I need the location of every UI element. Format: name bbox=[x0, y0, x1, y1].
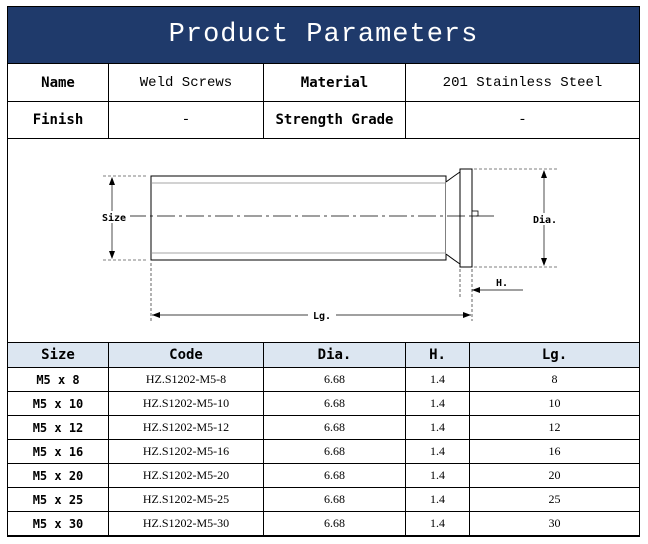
cell-code: HZ.S1202-M5-8 bbox=[109, 368, 264, 391]
size-label: Size bbox=[102, 212, 126, 224]
cell-lg: 12 bbox=[548, 420, 561, 434]
cell-size: M5 x 16 bbox=[8, 440, 109, 463]
product-sheet: Product Parameters Name Weld Screws Mate… bbox=[7, 6, 640, 537]
cell-size: M5 x 8 bbox=[8, 368, 109, 391]
info-row-finish: Finish - Strength Grade - bbox=[8, 102, 639, 139]
cell-dia: 6.68 bbox=[264, 416, 406, 439]
cell-size: M5 x 10 bbox=[8, 392, 109, 415]
strength-grade-value: - bbox=[518, 112, 527, 128]
screw-head bbox=[459, 168, 473, 268]
header-code: Code bbox=[109, 343, 264, 367]
lg-label-bg bbox=[308, 309, 336, 321]
cell-lg: 8 bbox=[551, 372, 558, 386]
size-label-bg bbox=[98, 211, 130, 223]
cell-code: HZ.S1202-M5-12 bbox=[109, 416, 264, 439]
cell-h: 1.4 bbox=[406, 512, 470, 535]
cell-lg: 10 bbox=[548, 396, 561, 410]
header-h: H. bbox=[406, 343, 470, 367]
cell-lg: 16 bbox=[548, 444, 561, 458]
screw-head-fillet bbox=[445, 171, 461, 265]
screw-diagram: Size Dia. H. Lg. bbox=[98, 168, 562, 322]
dia-arrow-bottom bbox=[541, 258, 547, 266]
cell-h: 1.4 bbox=[406, 464, 470, 487]
table-header-row: Size Code Dia. H. Lg. bbox=[8, 343, 639, 368]
weld-nib bbox=[471, 210, 479, 217]
cell-code: HZ.S1202-M5-16 bbox=[109, 440, 264, 463]
cell-lg: 30 bbox=[548, 516, 561, 530]
name-label: Name bbox=[8, 64, 109, 101]
page-title: Product Parameters bbox=[8, 7, 639, 64]
header-lg: Lg. bbox=[541, 347, 568, 363]
lg-label: Lg. bbox=[313, 311, 331, 322]
cell-code: HZ.S1202-M5-30 bbox=[109, 512, 264, 535]
name-value: Weld Screws bbox=[109, 64, 264, 101]
screw-shank bbox=[150, 175, 447, 261]
lg-arrow-right bbox=[463, 312, 471, 318]
h-arrow bbox=[472, 287, 480, 293]
cell-h: 1.4 bbox=[406, 368, 470, 391]
finish-label: Finish bbox=[8, 102, 109, 138]
cell-code: HZ.S1202-M5-25 bbox=[109, 488, 264, 511]
h-label: H. bbox=[496, 278, 508, 289]
material-value: 201 Stainless Steel bbox=[442, 74, 603, 91]
cell-size: M5 x 25 bbox=[8, 488, 109, 511]
cell-code: HZ.S1202-M5-10 bbox=[109, 392, 264, 415]
size-arrow-top bbox=[109, 177, 115, 185]
finish-value: - bbox=[109, 102, 264, 138]
cell-h: 1.4 bbox=[406, 416, 470, 439]
lg-arrow-left bbox=[152, 312, 160, 318]
cell-dia: 6.68 bbox=[264, 392, 406, 415]
strength-grade-label: Strength Grade bbox=[264, 102, 406, 138]
header-size: Size bbox=[8, 343, 109, 367]
dia-label-bg bbox=[528, 213, 562, 225]
info-row-name: Name Weld Screws Material 201 Stainless … bbox=[8, 64, 639, 102]
cell-h: 1.4 bbox=[406, 440, 470, 463]
cell-size: M5 x 20 bbox=[8, 464, 109, 487]
header-dia: Dia. bbox=[264, 343, 406, 367]
size-arrow-bottom bbox=[109, 251, 115, 259]
cell-size: M5 x 30 bbox=[8, 512, 109, 535]
dia-arrow-top bbox=[541, 170, 547, 178]
technical-drawing: Size Dia. H. Lg. bbox=[8, 139, 639, 343]
cell-dia: 6.68 bbox=[264, 368, 406, 391]
cell-dia: 6.68 bbox=[264, 464, 406, 487]
cell-h: 1.4 bbox=[406, 392, 470, 415]
material-label: Material bbox=[264, 64, 406, 101]
cell-dia: 6.68 bbox=[264, 512, 406, 535]
dia-label: Dia. bbox=[533, 214, 557, 226]
cell-size: M5 x 12 bbox=[8, 416, 109, 439]
cell-h: 1.4 bbox=[406, 488, 470, 511]
cell-dia: 6.68 bbox=[264, 488, 406, 511]
cell-code: HZ.S1202-M5-20 bbox=[109, 464, 264, 487]
cell-dia: 6.68 bbox=[264, 440, 406, 463]
cell-lg: 20 bbox=[548, 468, 561, 482]
cell-lg: 25 bbox=[548, 492, 561, 506]
